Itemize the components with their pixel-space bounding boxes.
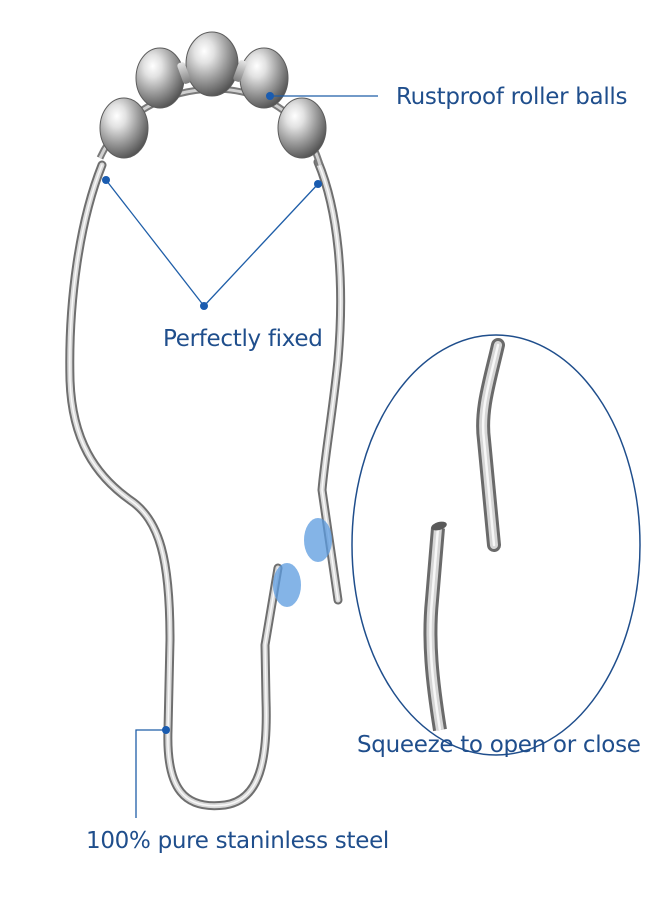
leader-lines — [105, 95, 378, 818]
zoom-detail — [351, 334, 641, 756]
hook-wire — [65, 157, 346, 811]
label-squeeze: Squeeze to open or close — [357, 732, 641, 758]
label-roller-balls: Rustproof roller balls — [396, 84, 628, 110]
roller-ball — [239, 47, 289, 109]
roller-ball — [185, 31, 239, 97]
roller-balls — [99, 31, 327, 159]
roller-ball — [99, 97, 149, 159]
roller-ball — [277, 97, 327, 159]
label-perfectly-fixed: Perfectly fixed — [163, 326, 323, 352]
roller-ball — [135, 47, 185, 109]
opening-highlights — [273, 518, 332, 607]
callout-dots — [102, 92, 322, 734]
label-stainless-steel: 100% pure staninless steel — [86, 828, 390, 854]
